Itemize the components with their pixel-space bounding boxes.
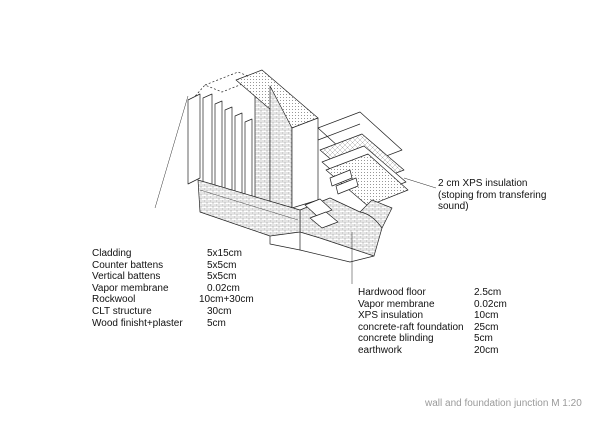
layer-size: 5cm	[474, 333, 493, 345]
wall-layer-row: Cladding 5x15cm	[92, 248, 254, 260]
layer-material: Wood finisht+plaster	[92, 317, 183, 329]
callout-line: (stoping from transfering	[438, 189, 547, 201]
drawing-caption: wall and foundation junction M 1:20	[425, 398, 582, 409]
layer-material: Vertical battens	[92, 271, 161, 283]
wall-layer-row: Vertical battens 5x5cm	[92, 271, 254, 283]
layer-material: Vapor membrane	[92, 282, 169, 294]
layer-material: XPS insulation	[358, 310, 424, 322]
callout-line: sound)	[438, 201, 469, 213]
layer-size: 10cm	[474, 310, 499, 322]
wall-layer-spec-list: Cladding 5x15cm Counter battens 5x5cm Vert…	[92, 248, 254, 329]
floor-layer-row: earthwork 20cm	[358, 345, 507, 357]
xps-insulation-callout: 2 cm XPS insulation (stoping from transf…	[438, 178, 546, 213]
layer-size: 0.02cm	[207, 282, 240, 294]
layer-size: 5x5cm	[207, 271, 237, 283]
callout-line: 2 cm XPS insulation	[438, 178, 528, 189]
floor-layer-row: Vapor membrane 0.02cm	[358, 299, 507, 311]
floor-layer-spec-list: Hardwood floor 2.5cm Vapor membrane 0.02cm…	[358, 287, 507, 357]
layer-material: concrete-raft foundation	[358, 321, 464, 333]
layer-size: 5x5cm	[207, 259, 237, 271]
layer-material: Vapor membrane	[358, 298, 435, 310]
floor-layer-row: concrete-raft foundation 25cm	[358, 322, 507, 334]
layer-size: 20cm	[474, 344, 499, 356]
layer-size: 30cm	[207, 305, 232, 317]
wall-layer-row: CLT structure 30cm	[92, 306, 254, 318]
layer-size: 10cm+30cm	[199, 294, 254, 306]
floor-layer-row: XPS insulation 10cm	[358, 310, 507, 322]
wall-layer-row: Rockwool 10cm+30cm	[92, 294, 254, 306]
layer-material: earthwork	[358, 344, 402, 356]
floor-layer-row: concrete blinding 5cm	[358, 333, 507, 345]
layer-material: Rockwool	[92, 294, 136, 306]
layer-material: Counter battens	[92, 259, 164, 271]
floor-layer-row: Hardwood floor 2.5cm	[358, 287, 507, 299]
layer-material: CLT structure	[92, 305, 152, 317]
layer-size: 5x15cm	[207, 248, 243, 259]
layer-material: Cladding	[92, 248, 132, 259]
layer-size: 0.02cm	[474, 298, 507, 310]
layer-material: Hardwood floor	[358, 287, 426, 298]
wall-layer-row: Vapor membrane 0.02cm	[92, 283, 254, 295]
layer-size: 2.5cm	[474, 287, 502, 298]
layer-material: concrete blinding	[358, 333, 434, 345]
wall-layer-row: Wood finisht+plaster 5cm	[92, 318, 254, 330]
wall-layer-row: Counter battens 5x5cm	[92, 260, 254, 272]
layer-size: 5cm	[207, 317, 226, 329]
layer-size: 25cm	[474, 321, 499, 333]
